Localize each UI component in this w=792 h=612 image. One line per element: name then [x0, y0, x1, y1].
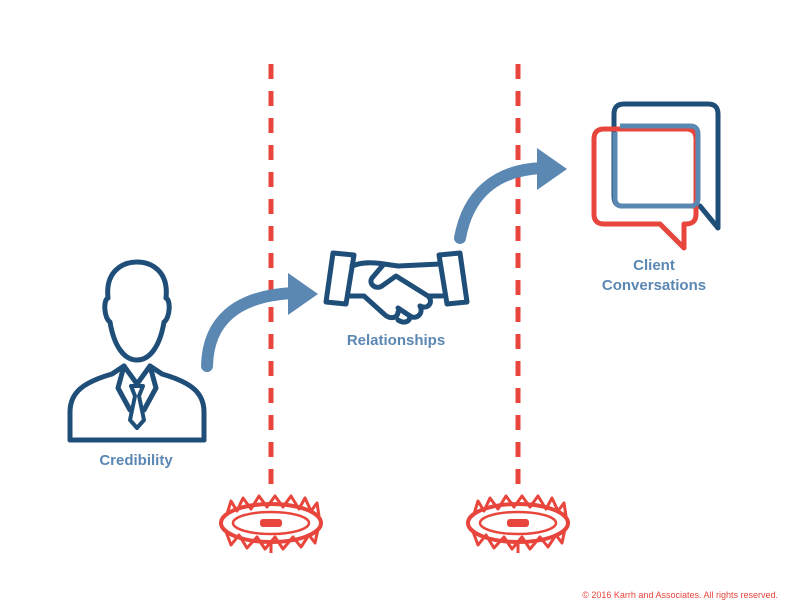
client-conversations-label: Client Conversations — [588, 256, 720, 296]
bear-trap-icon — [466, 494, 570, 553]
handshake-icon — [323, 250, 470, 325]
client-label-line1: Client — [633, 257, 675, 274]
credibility-label: Credibility — [99, 452, 173, 469]
chat-bubbles-icon — [591, 101, 721, 251]
arrow-icon — [201, 273, 318, 372]
relationships-label: Relationships — [346, 332, 446, 349]
person-icon — [67, 259, 207, 443]
client-label-line2: Conversations — [601, 277, 707, 294]
copyright-notice: © 2016 Karrh and Associates. All rights … — [582, 590, 778, 600]
bear-trap-icon — [219, 494, 323, 553]
arrow-icon — [454, 148, 567, 244]
